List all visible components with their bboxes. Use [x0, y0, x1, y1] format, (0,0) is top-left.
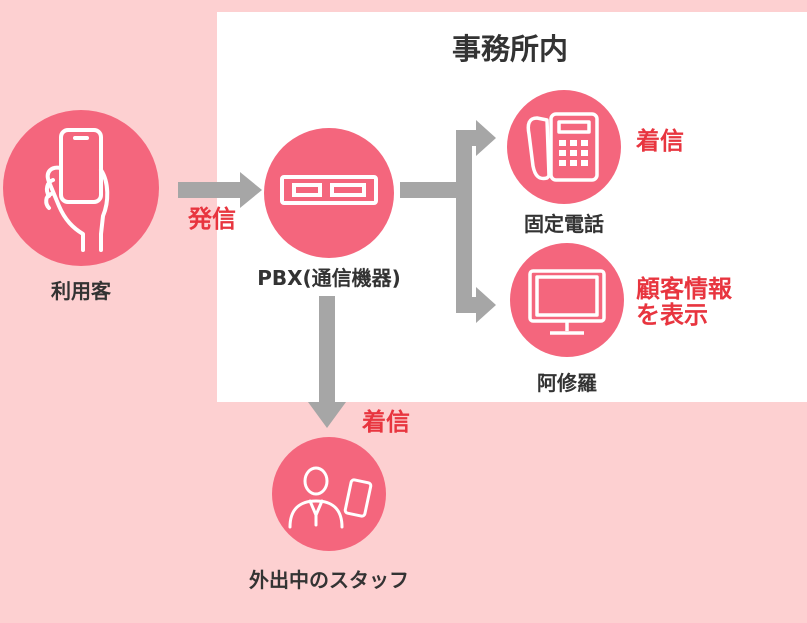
customer-info-label: 顧客情報 を表示: [636, 276, 732, 329]
customer-label: 利用客: [51, 279, 111, 303]
arrowhead-to-landline: [476, 120, 496, 156]
staff-label: 外出中のスタッフ: [249, 568, 409, 592]
ashura-label: 阿修羅: [537, 371, 597, 395]
landline-circle: [507, 90, 621, 204]
arrow-pbx-staff: [319, 296, 335, 404]
arrow-branch-vertical: [456, 130, 472, 313]
pbx-label: PBX(通信機器): [257, 266, 401, 290]
ashura-circle: [510, 243, 624, 357]
arrowhead-pbx-staff: [308, 402, 346, 428]
customer-info-line2: を表示: [636, 301, 708, 330]
arrow-to-ashura: [456, 297, 478, 313]
smartphone-hand-icon: [44, 128, 110, 252]
office-title: 事務所内: [451, 32, 568, 66]
monitor-icon: [528, 269, 606, 335]
desk-phone-icon: [526, 112, 599, 182]
arrowhead-to-ashura: [476, 287, 496, 323]
customer-circle: [3, 110, 159, 266]
ring-landline-label: 着信: [636, 127, 684, 155]
arrowhead-customer-pbx: [240, 172, 262, 208]
call-out-label: 発信: [188, 205, 236, 233]
staff-circle: [272, 437, 386, 551]
pbx-device-icon: [280, 175, 378, 205]
customer-info-line1: 顧客情報: [636, 275, 732, 303]
ring-staff-label: 着信: [362, 408, 410, 436]
staff-person-phone-icon: [288, 466, 373, 529]
arrow-pbx-branch: [400, 182, 470, 198]
arrow-to-landline: [456, 130, 478, 146]
arrow-customer-pbx: [178, 182, 242, 198]
landline-label: 固定電話: [524, 212, 604, 236]
pbx-circle: [264, 128, 394, 258]
